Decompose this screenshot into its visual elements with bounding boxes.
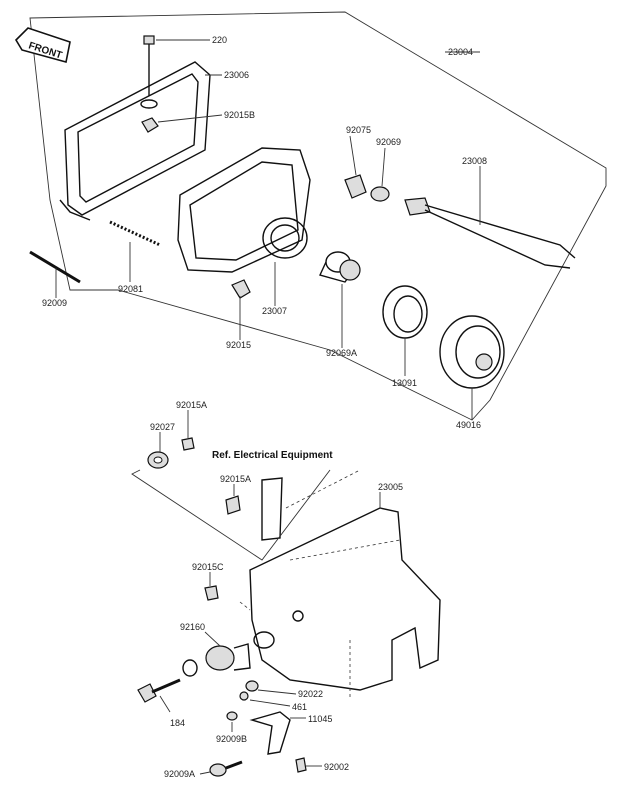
mount-strap	[261, 477, 283, 541]
spring-92081	[109, 220, 161, 247]
wire-harness-23008	[424, 204, 576, 269]
retaining-ring-13091	[382, 285, 428, 339]
damper-92027	[147, 451, 169, 469]
screw-92009B	[226, 711, 238, 721]
bulb-92069	[370, 186, 431, 216]
label-92015C: 92015C	[192, 562, 224, 572]
grommet-92022	[245, 680, 259, 692]
headlight-rim-23006	[59, 61, 211, 221]
headlight-unit-23007	[177, 147, 311, 299]
leader-lines	[55, 39, 481, 775]
label-92009: 92009	[42, 298, 67, 308]
bolt-92002	[295, 757, 307, 773]
nut-92015C	[204, 585, 219, 601]
bolt-92009	[29, 250, 81, 284]
bracket-11045	[249, 711, 291, 755]
label-23005: 23005	[378, 482, 403, 492]
label-92002: 92002	[324, 762, 349, 772]
label-92015B: 92015B	[224, 110, 255, 120]
label-92027: 92027	[150, 422, 175, 432]
headlight-assembly-boundary	[29, 11, 607, 421]
bulb-92069A	[319, 251, 361, 283]
label-92009A: 92009A	[164, 769, 195, 779]
collar-461	[239, 691, 249, 701]
label-49016: 49016	[456, 420, 481, 430]
dust-cover-49016	[439, 315, 505, 389]
dashed-assembly-lines	[131, 469, 401, 700]
headlight-cover-23005	[249, 507, 441, 691]
screw-92009A	[209, 760, 243, 777]
label-92069A: 92069A	[326, 348, 357, 358]
label-92075: 92075	[346, 125, 371, 135]
label-92069: 92069	[376, 137, 401, 147]
label-92015A-top: 92015A	[176, 400, 207, 410]
label-184: 184	[170, 718, 185, 728]
label-92022: 92022	[298, 689, 323, 699]
bolt-92015A-mid	[225, 495, 241, 515]
label-23004: 23004	[448, 47, 473, 57]
screw-220	[140, 35, 159, 133]
ref-electrical-equipment: Ref. Electrical Equipment	[212, 450, 333, 461]
bolt-184	[137, 659, 198, 703]
label-23008: 23008	[462, 156, 487, 166]
label-13091: 13091	[392, 378, 417, 388]
front-arrow-icon: FRONT	[14, 27, 71, 63]
label-220: 220	[212, 35, 227, 45]
nut-92015A-top	[181, 437, 195, 451]
label-92015: 92015	[226, 340, 251, 350]
label-92015A-mid: 92015A	[220, 474, 251, 484]
label-23007: 23007	[262, 306, 287, 316]
socket-92075	[344, 174, 367, 199]
label-461: 461	[292, 702, 307, 712]
grommet-92160	[205, 643, 251, 671]
label-92009B: 92009B	[216, 734, 247, 744]
label-92160: 92160	[180, 622, 205, 632]
label-23006: 23006	[224, 70, 249, 80]
label-92081: 92081	[118, 284, 143, 294]
label-11045: 11045	[308, 714, 332, 724]
